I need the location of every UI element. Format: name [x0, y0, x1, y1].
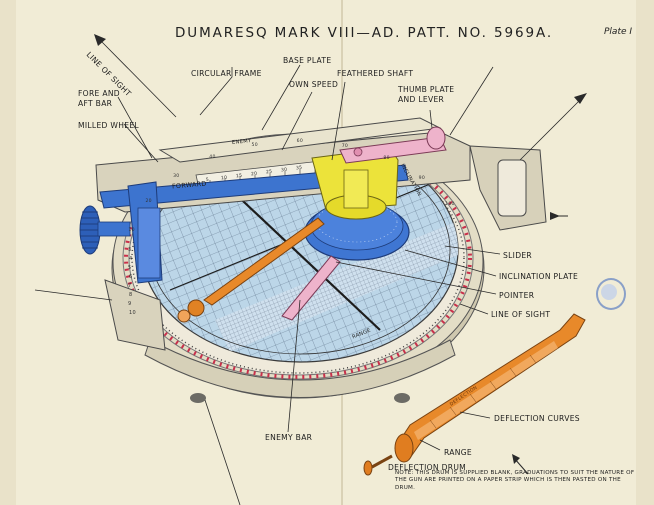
- left-graduation: 4: [129, 256, 133, 262]
- ring-graduation: 10: [128, 227, 135, 233]
- label-milled-wheel: MILLED WHEEL: [78, 121, 139, 130]
- label-thumb-plate-1: THUMB PLATE: [398, 85, 455, 94]
- speed-graduation: 30: [280, 167, 288, 174]
- ring-graduation: 100: [445, 201, 455, 207]
- left-graduation: 7: [128, 283, 132, 289]
- label-deflection-curves: DEFLECTION CURVES: [494, 414, 580, 423]
- feathered-shaft: [343, 169, 369, 209]
- plate-number: Plate I: [604, 27, 633, 37]
- label-thumb-plate-2: AND LEVER: [398, 95, 445, 104]
- speed-graduation: 25: [265, 169, 273, 176]
- thumb-plate: [339, 136, 447, 164]
- left-graduation: 5: [128, 265, 132, 271]
- label-fore-and-aft-2: AFT BAR: [78, 99, 113, 108]
- label-circular-frame: CIRCULAR FRAME: [191, 69, 262, 78]
- label-pointer: POINTER: [499, 291, 535, 300]
- left-graduation: 8: [129, 292, 133, 298]
- ring-graduation: 90: [418, 176, 426, 182]
- speed-graduation: 20: [250, 171, 258, 178]
- page-title: DUMARESQ MARK VIII—AD. PATT. NO. 5969A.: [175, 25, 554, 41]
- label-own-speed: OWN SPEED: [289, 80, 339, 89]
- library-stamp: [596, 278, 626, 310]
- label-enemy-bar: ENEMY BAR: [265, 433, 313, 442]
- left-graduation: 10: [129, 310, 136, 316]
- ring-graduation: 60: [296, 139, 304, 144]
- left-graduation: 3: [128, 247, 132, 253]
- speed-graduation: 15: [235, 173, 243, 180]
- left-graduation: 9: [128, 301, 132, 307]
- ring-graduation: 70: [341, 143, 349, 149]
- left-graduation: 6: [129, 274, 133, 280]
- label-fore-and-aft-1: FORE AND: [78, 89, 120, 98]
- ring-graduation: 20: [145, 198, 152, 204]
- library-stamp-fill: [601, 284, 617, 300]
- speed-graduation: 10: [220, 175, 228, 182]
- label-slider: SLIDER: [503, 251, 533, 260]
- deflection-drum: [363, 313, 586, 476]
- label-feathered-shaft: FEATHERED SHAFT: [337, 69, 414, 78]
- ring-graduation: 50: [251, 142, 258, 148]
- red-graduations: [124, 137, 472, 379]
- speed-graduation: 35: [295, 165, 303, 172]
- ring-graduation: 40: [209, 154, 216, 160]
- drum-note: NOTE: THIS DRUM IS SUPPLIED BLANK, GRADU…: [395, 470, 635, 491]
- orange-deflection-arm: [203, 217, 325, 306]
- label-inclination-plate: INCLINATION PLATE: [499, 272, 579, 281]
- thumb-lever: [426, 126, 446, 150]
- label-line-of-sight-right: LINE OF SIGHT: [491, 310, 551, 319]
- pointer: [281, 255, 341, 321]
- label-range: RANGE: [444, 448, 473, 457]
- ring-graduation: 80: [383, 156, 390, 162]
- label-base-plate: BASE PLATE: [283, 56, 332, 65]
- ring-graduation: 30: [173, 173, 180, 179]
- label-deflection-drum: DEFLECTION DRUM: [388, 463, 467, 472]
